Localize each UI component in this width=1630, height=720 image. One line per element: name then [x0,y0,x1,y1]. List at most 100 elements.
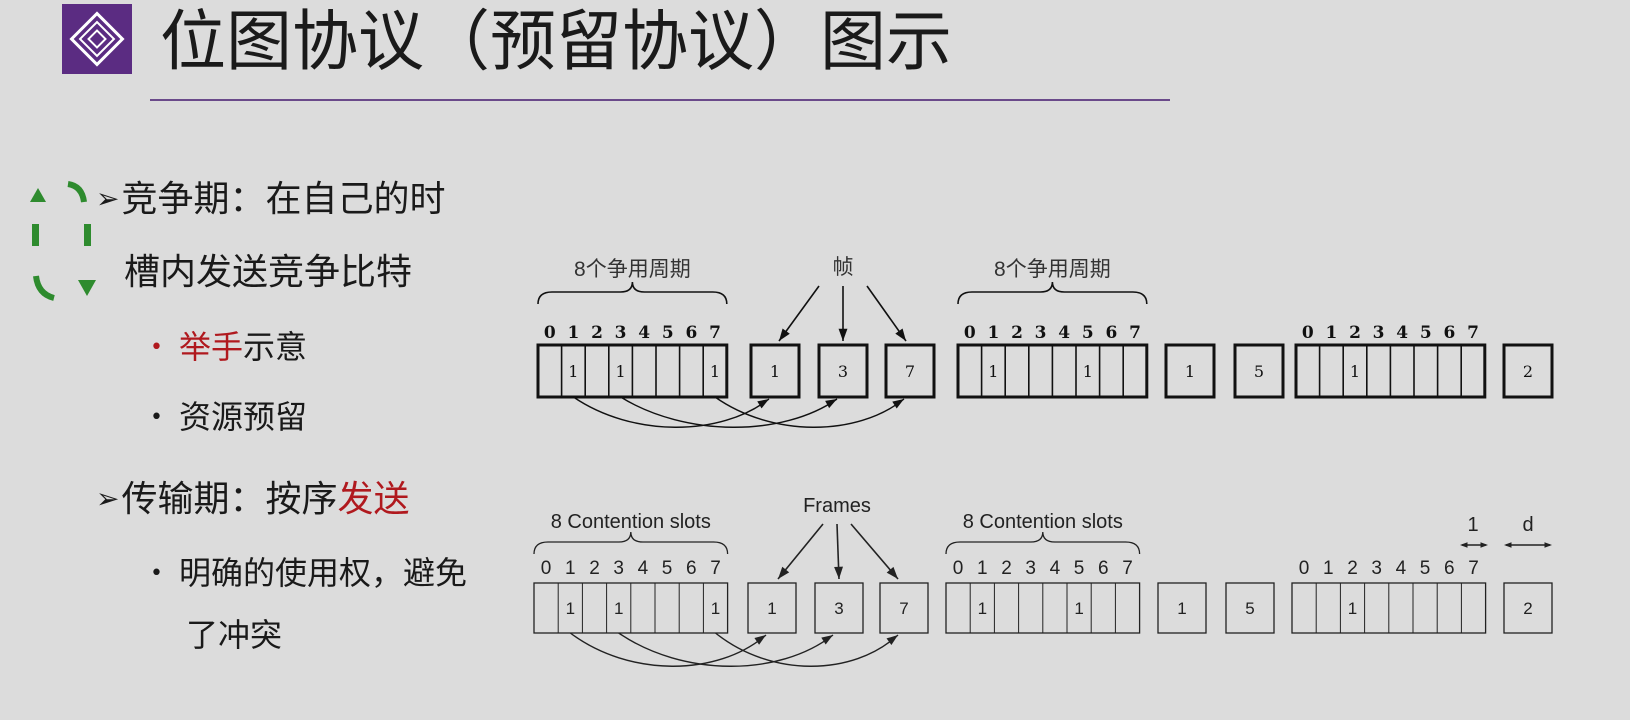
group1-contention-bit: 1 [568,362,578,381]
frame-c-number: 2 [1523,599,1532,618]
group1-slot-number: 3 [613,558,624,579]
group1-label: 8 Contention slots [551,511,711,533]
group3-slot-number: 3 [1373,323,1385,343]
group2-slot-number: 0 [953,558,964,579]
group1-slot-number: 5 [662,558,673,579]
group2-slot-number: 5 [1082,323,1094,343]
bit-to-frame-arrowhead [825,399,837,409]
title-underline [150,99,1170,101]
frame-width-arrowhead-right [1544,542,1552,548]
group2-label: 8个争用周期 [994,258,1111,281]
frames-pointer-arrowhead [778,566,790,579]
frames-pointer-arrowhead [834,566,844,579]
group2-slot-number: 4 [1050,558,1061,579]
sub-bullet-explicit: •明确的使用权，避免 [150,548,467,594]
sub-bullet-raise-hand: •举手示意 [150,322,307,368]
group3-slot-number: 4 [1396,558,1407,579]
slot-width-arrowhead-left [1460,542,1468,548]
group2-slot-number: 6 [1098,558,1109,579]
frame-c-number: 2 [1523,362,1533,381]
cycle-arrow-icon [30,181,96,301]
frames-pointer-arrowhead [838,328,848,341]
frame-b-number: 1 [1177,599,1186,618]
bit-to-frame-arrowhead [821,635,833,645]
frame-b-box [1233,343,1285,399]
group2-slot-number: 4 [1058,323,1070,343]
group1-slot-number: 0 [544,323,556,343]
group3-slot-number: 1 [1325,323,1337,343]
frames-label: Frames [803,495,871,517]
group1-contention-bit: 1 [711,599,720,618]
frame-a-number: 1 [770,362,780,381]
frame-a-box [749,343,801,399]
frame-a-box [817,343,869,399]
bit-to-frame-arrow [715,632,899,667]
group2-contention-bit: 1 [1074,599,1083,618]
group1-slot-number: 3 [615,323,627,343]
bit-to-frame-arrowhead [757,399,769,409]
frame-a-number: 3 [838,362,848,381]
slot-width-label: 1 [1467,514,1478,536]
group1-contention-bit: 1 [614,599,623,618]
frame-b-box [1225,582,1275,634]
explicit-text-2: 了冲突 [186,616,283,654]
frames-pointer-arrowhead [886,566,898,579]
group1-contention-bit: 1 [710,362,720,381]
group2-slot-number: 0 [964,323,976,343]
bit-to-frame-arrow [569,632,767,667]
group1-brace [537,281,728,305]
dot-bullet-icon: • [150,405,163,430]
group2-slot-number: 7 [1122,558,1133,579]
group3-slot-number: 1 [1323,558,1334,579]
group2-slot-number: 7 [1129,323,1141,343]
group3-slot-number: 2 [1349,323,1361,343]
group3-slot-number: 6 [1444,558,1455,579]
bullet-contention-cont: 槽内发送竞争比特 [124,252,413,293]
frame-a-box [884,343,936,399]
frame-a-box [747,582,797,634]
frame-c-box [1503,582,1553,634]
group2-contention-bit: 1 [988,362,998,381]
group3-slot-number: 7 [1467,323,1479,343]
group3-slot-number: 3 [1371,558,1382,579]
group3-slot-number: 4 [1396,323,1408,343]
explicit-text-1: 明确的使用权，避免 [178,554,467,592]
slot-width-arrowhead-right [1480,542,1488,548]
group3-slot-number: 5 [1420,558,1431,579]
frames-label: 帧 [833,256,854,279]
group2-slot-number: 1 [987,323,999,343]
frame-a-number: 7 [905,362,915,381]
frame-a-number: 7 [899,599,908,618]
dot-bullet-icon: • [150,335,163,360]
bit-to-frame-arrowhead [886,635,898,646]
transmission-text: 传输期：按序 [121,479,338,520]
bullet-transmission: ➢传输期：按序发送 [96,470,410,522]
frame-a-box [814,582,864,634]
group2-contention-bit: 1 [978,599,987,618]
bit-to-frame-arrow [714,396,905,428]
frames-pointer-arrowhead [779,328,790,341]
group1-slot-number: 6 [685,323,697,343]
reservation-text: 资源预留 [178,398,307,436]
transmission-red: 发送 [337,479,410,520]
group1-slot-number: 7 [709,323,721,343]
group1-slot-number: 4 [638,558,649,579]
frame-b-number: 5 [1245,599,1254,618]
group1-slot-number: 0 [541,558,552,579]
group1-slot-number: 1 [567,323,579,343]
group2-slot-number: 1 [977,558,988,579]
group2-slot-number: 3 [1035,323,1047,343]
frame-b-number: 1 [1185,362,1195,381]
group2-brace [957,281,1148,305]
group1-slot-number: 2 [591,323,603,343]
group3-slot-number: 0 [1299,558,1310,579]
group2-label: 8 Contention slots [963,511,1123,533]
bit-to-frame-arrow [620,396,838,428]
triangle-bullet-icon: ➢ [96,182,120,215]
group2-slot-number: 5 [1074,558,1085,579]
slide-logo-icon [62,4,132,74]
